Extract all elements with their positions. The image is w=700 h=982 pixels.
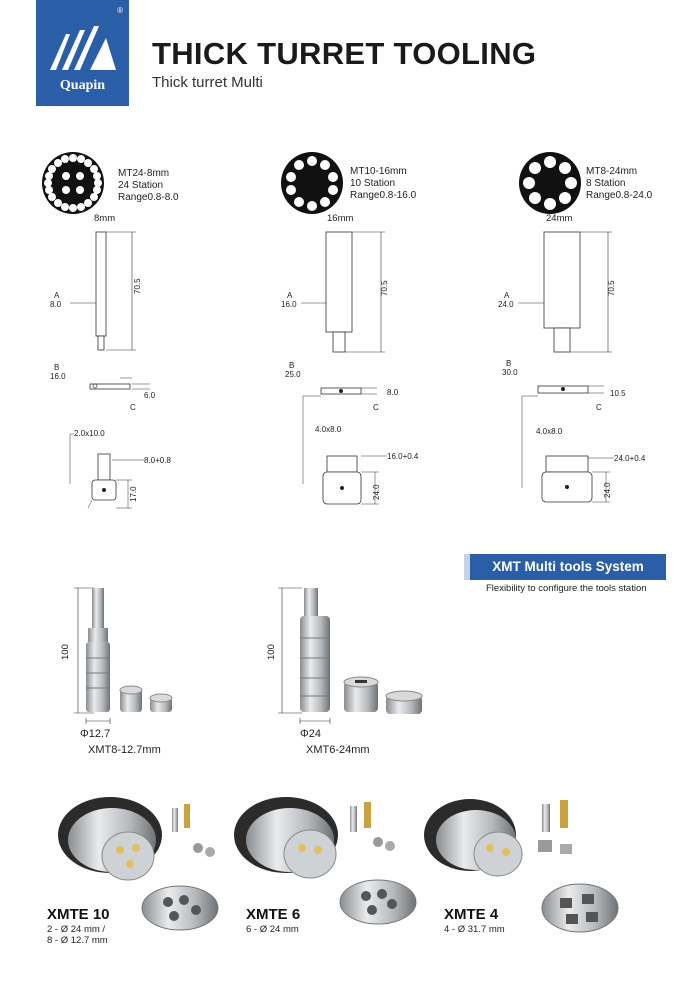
spec-range: Range0.8-16.0	[350, 190, 417, 201]
holder-height-label: 24.0	[372, 484, 381, 500]
c-label: C	[373, 403, 379, 412]
height-label: 70.5	[380, 280, 389, 296]
xmt6-product-image: 100	[266, 587, 423, 724]
spec-model: MT10-16mm	[350, 166, 407, 177]
a-label: A	[54, 291, 60, 300]
spec-model: MT8-24mm	[586, 166, 638, 177]
xmte10-spec-line-2: 8 - Ø 12.7 mm	[47, 935, 108, 946]
xmte10-spec-line-1: 2 - Ø 24 mm /	[47, 924, 106, 935]
tool-spec-2: MT10-16mm 10 Station Range0.8-16.0	[350, 166, 416, 202]
xmte4-name: XMTE 4	[444, 906, 499, 923]
xmte6-name: XMTE 6	[246, 906, 301, 923]
xmt-caption: Flexibility to configure the tools stati…	[486, 583, 647, 594]
xmte4-spec: 4 - Ø 31.7 mm	[444, 924, 505, 935]
brand-name: Quapin	[59, 78, 106, 93]
station-diagram-8	[519, 152, 581, 214]
tool-spec-3: MT8-24mm 8 Station Range0.8-24.0	[586, 166, 652, 202]
a-value: 8.0	[50, 300, 62, 309]
xmt8-height-label: 100	[60, 644, 71, 660]
station-diagram-10	[281, 152, 343, 214]
xmt6-height-label: 100	[266, 644, 277, 660]
xmte10-product-image	[58, 797, 219, 931]
spec-stations: 24 Station	[118, 180, 164, 191]
spec-model: MT24-8mm	[118, 168, 170, 179]
c-label: C	[130, 403, 136, 412]
holder-height-label: 17.0	[129, 486, 138, 502]
xmte6-spec-line-1: 6 - Ø 24 mm	[246, 924, 299, 935]
xmte4-spec-line-1: 4 - Ø 31.7 mm	[444, 924, 505, 935]
c-value: 8.0	[387, 388, 399, 397]
offset-label: 2.0x10.0	[74, 429, 105, 438]
spec-range: Range0.8-24.0	[586, 190, 653, 201]
xmt-banner: XMT Multi tools System	[464, 554, 666, 580]
offset-label: 4.0x8.0	[315, 425, 342, 434]
a-value: 16.0	[281, 300, 297, 309]
bore-label: 24.0+0.4	[614, 454, 646, 463]
top-dim-label: 16mm	[327, 213, 353, 224]
xmte6-product-image	[234, 797, 417, 925]
b-label: B	[506, 359, 511, 368]
top-dim-label: 24mm	[546, 213, 572, 224]
b-value: 16.0	[50, 372, 66, 381]
station-diagram-24	[42, 152, 104, 214]
xmt6-diameter-label: Φ24	[300, 728, 322, 740]
spec-stations: 10 Station	[350, 178, 396, 189]
page-title: THICK TURRET TOOLING	[152, 36, 537, 71]
xmte10-name: XMTE 10	[47, 906, 110, 923]
height-label: 70.5	[133, 278, 142, 294]
xmt6-name-label: XMT6-24mm	[306, 744, 370, 756]
xmt8-product-image: 100	[60, 587, 173, 724]
top-dim-label: 8mm	[94, 213, 115, 224]
b-value: 25.0	[285, 370, 301, 379]
spec-stations: 8 Station	[586, 178, 626, 189]
tool-drawing-3: 24mm 70.5 A 24.0 B 30.0 10.5 C 4.0x8.0 2…	[498, 213, 646, 503]
c-label: C	[596, 403, 602, 412]
logo-mark-icon	[50, 26, 116, 70]
spec-range: Range0.8-8.0	[118, 192, 179, 203]
registered-mark: ®	[117, 6, 123, 15]
a-value: 24.0	[498, 300, 514, 309]
xmte10-spec: 2 - Ø 24 mm / 8 - Ø 12.7 mm	[47, 924, 108, 946]
tool-drawing-1: 8mm 70.5 A 8.0 B 16.0 6.0 C 2.0x10.0 8.0…	[50, 213, 171, 509]
c-value: 10.5	[610, 389, 626, 398]
height-label: 70.5	[607, 280, 616, 296]
a-label: A	[504, 291, 510, 300]
tool-drawing-2: 16mm 70.5 A 16.0 B 25.0 8.0 C 4.0x8.0 16…	[281, 213, 419, 505]
a-label: A	[287, 291, 293, 300]
bore-label: 8.0+0.8	[144, 456, 171, 465]
bore-label: 16.0+0.4	[387, 452, 419, 461]
tool-spec-1: MT24-8mm 24 Station Range0.8-8.0	[118, 168, 179, 204]
xmt8-name-label: XMT8-12.7mm	[88, 744, 161, 756]
b-label: B	[54, 363, 59, 372]
holder-height-label: 24.0	[603, 482, 612, 498]
b-value: 30.0	[502, 368, 518, 377]
brand-logo: ® Quapin	[36, 0, 129, 106]
offset-label: 4.0x8.0	[536, 427, 563, 436]
b-label: B	[289, 361, 294, 370]
xmte4-product-image	[424, 799, 619, 933]
xmte6-spec: 6 - Ø 24 mm	[246, 924, 299, 935]
page-subtitle: Thick turret Multi	[152, 74, 263, 91]
xmt8-diameter-label: Φ12.7	[80, 728, 111, 740]
c-value: 6.0	[144, 391, 156, 400]
